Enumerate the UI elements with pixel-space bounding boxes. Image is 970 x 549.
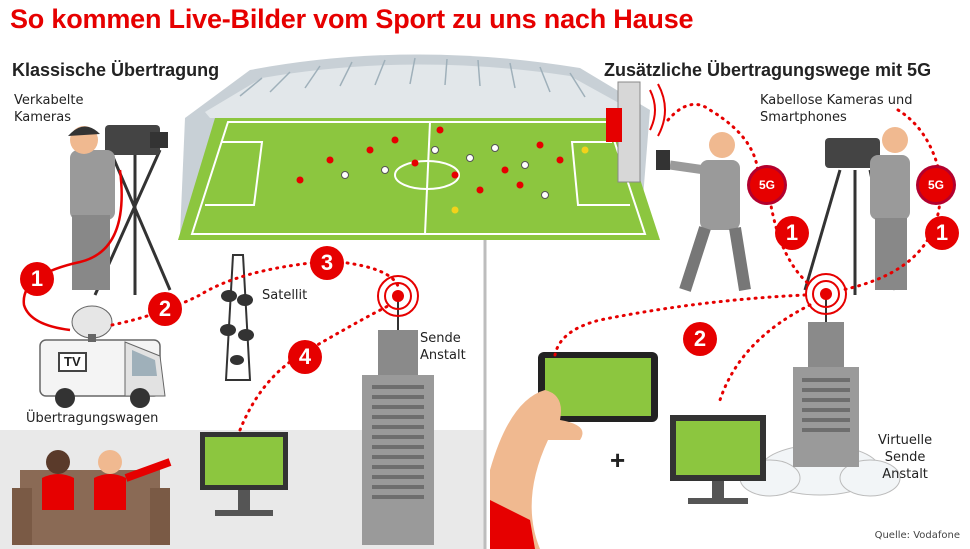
smartphone-person xyxy=(656,132,751,292)
label-van: Übertragungswagen xyxy=(26,411,159,426)
label-station-left: Sende Anstalt xyxy=(420,331,466,363)
step-badge-2-right: 2 xyxy=(683,322,717,356)
pitch xyxy=(178,118,660,240)
source-note: Quelle: Vodafone xyxy=(874,530,960,541)
signal-paths-right xyxy=(553,102,942,402)
smartphone-hand xyxy=(490,352,658,549)
station-building-left xyxy=(362,275,434,545)
left-heading: Klassische Übertragung xyxy=(12,60,220,80)
plus-sign: + xyxy=(610,445,626,475)
label-cabled-cameras: Verkabelte Kameras xyxy=(14,93,84,125)
5g-badge-phone: 5G xyxy=(750,168,784,202)
step-badge-1-right-a: 1 xyxy=(775,216,809,250)
home-tv-right xyxy=(670,415,766,504)
satellite-mast xyxy=(220,254,254,381)
step-badge-1-right-b: 1 xyxy=(925,216,959,250)
5g-badge-camera: 5G xyxy=(919,168,953,202)
stadium xyxy=(178,54,666,240)
step-badge-3-left: 3 xyxy=(310,246,344,280)
players xyxy=(296,126,589,214)
camera-operator-right xyxy=(803,127,910,295)
step-badge-2-left: 2 xyxy=(148,292,182,326)
van-sign: TV xyxy=(58,352,87,372)
label-virtual-station: Virtuelle Sende Anstalt xyxy=(878,433,933,482)
camera-operator-left xyxy=(22,125,172,332)
home-tv-left xyxy=(12,432,288,545)
step-badge-4-left: 4 xyxy=(288,340,322,374)
step-badge-1-left: 1 xyxy=(20,262,54,296)
right-heading: Zusätzliche Übertragungswege mit 5G xyxy=(604,60,932,80)
label-wireless-cameras: Kabellose Kameras und Smartphones xyxy=(760,93,913,125)
page-title: So kommen Live-Bilder vom Sport zu uns n… xyxy=(10,4,694,34)
label-satellite: Satellit xyxy=(262,288,308,303)
